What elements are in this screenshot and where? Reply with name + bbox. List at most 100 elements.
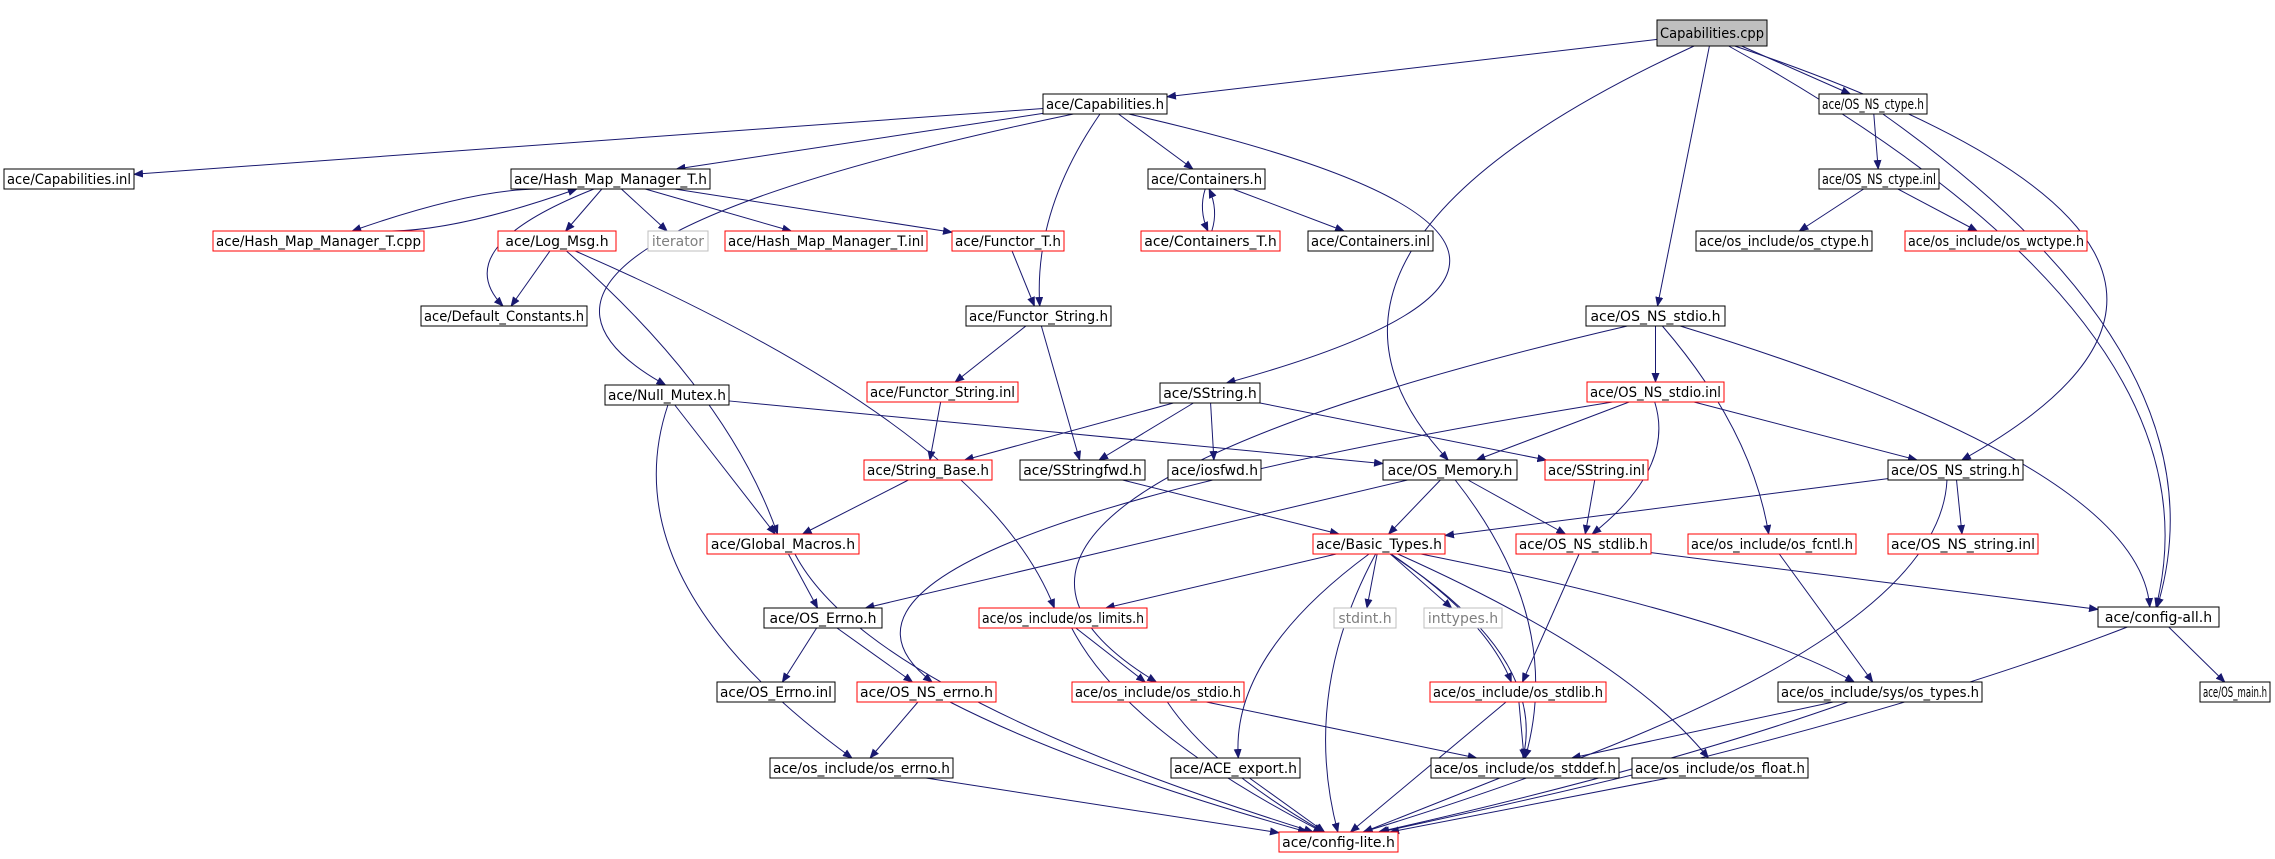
node-functor-h[interactable]: ace/Functor_T.h bbox=[951, 230, 1065, 252]
edge-basictypes_h-to-os_float_h bbox=[1397, 553, 1709, 759]
edge-memory_h-to-errno_h bbox=[864, 479, 1408, 610]
edge-cap_h-to-containers_h bbox=[1118, 113, 1194, 170]
node-label: ace/Capabilities.h bbox=[1046, 97, 1164, 113]
node-logmsg-h[interactable]: ace/Log_Msg.h bbox=[497, 230, 617, 252]
node-label: ace/SString.inl bbox=[1548, 463, 1645, 479]
node-stdint-h[interactable]: stdint.h bbox=[1333, 607, 1397, 629]
node-cap-inl[interactable]: ace/Capabilities.inl bbox=[3, 168, 135, 190]
node-hmm-h[interactable]: ace/Hash_Map_Manager_T.h bbox=[510, 168, 711, 190]
node-os-stdio-h[interactable]: ace/os_include/os_stdio.h bbox=[1071, 681, 1245, 703]
node-globalmacros-h[interactable]: ace/Global_Macros.h bbox=[706, 533, 860, 555]
node-memory-h[interactable]: ace/OS_Memory.h bbox=[1382, 459, 1518, 481]
node-functor-string-h[interactable]: ace/Functor_String.h bbox=[965, 305, 1112, 327]
edge-logmsg_h-to-defconst_h bbox=[510, 250, 551, 307]
node-containers-t-h[interactable]: ace/Containers_T.h bbox=[1140, 230, 1281, 252]
node-nullmutex-h[interactable]: ace/Null_Mutex.h bbox=[604, 384, 730, 406]
node-cap-cpp[interactable]: Capabilities.cpp bbox=[1656, 19, 1768, 47]
edge-containers_h-to-containers_t_h bbox=[1200, 188, 1209, 232]
node-label: ace/os_include/os_fcntl.h bbox=[1691, 537, 1853, 553]
node-ns-errno-h[interactable]: ace/OS_NS_errno.h bbox=[856, 681, 997, 703]
node-box bbox=[1147, 168, 1266, 190]
edge-ctype_h-to-ctype_inl bbox=[1873, 113, 1882, 170]
node-os-ctype-h[interactable]: ace/os_include/os_ctype.h bbox=[1695, 230, 1873, 252]
node-iosfwd-h[interactable]: ace/iosfwd.h bbox=[1167, 459, 1262, 481]
node-box bbox=[724, 230, 928, 252]
node-sstring-h[interactable]: ace/SString.h bbox=[1159, 382, 1261, 404]
node-label: ace/os_include/os_limits.h bbox=[982, 611, 1144, 627]
edge-stdio_inl-to-string_h bbox=[1693, 401, 1919, 462]
node-os-fcntl-h[interactable]: ace/os_include/os_fcntl.h bbox=[1687, 533, 1857, 555]
node-label: ace/OS_NS_ctype.inl bbox=[1822, 172, 1936, 188]
node-label: ace/os_include/os_float.h bbox=[1635, 761, 1805, 777]
node-label: iterator bbox=[652, 234, 704, 250]
node-ctype-h[interactable]: ace/OS_NS_ctype.h bbox=[1818, 93, 1928, 115]
node-errno-h[interactable]: ace/OS_Errno.h bbox=[763, 607, 883, 629]
node-ctype-inl[interactable]: ace/OS_NS_ctype.inl bbox=[1818, 168, 1940, 190]
edge-sstring_h-to-string_base_h bbox=[963, 402, 1174, 462]
node-cap-h[interactable]: ace/Capabilities.h bbox=[1042, 93, 1168, 115]
edge-os_float_h-to-configlite_h bbox=[1389, 777, 1669, 835]
node-label: ace/os_include/sys/os_types.h bbox=[1781, 685, 1979, 701]
node-box bbox=[1430, 757, 1620, 779]
node-label: ace/SStringfwd.h bbox=[1023, 463, 1142, 479]
node-errno-inl[interactable]: ace/OS_Errno.inl bbox=[716, 681, 836, 703]
node-stdio-inl[interactable]: ace/OS_NS_stdio.inl bbox=[1586, 381, 1725, 403]
node-box bbox=[1585, 305, 1726, 327]
node-label: ace/OS_Errno.inl bbox=[720, 685, 832, 701]
node-os-float-h[interactable]: ace/os_include/os_float.h bbox=[1631, 757, 1809, 779]
edge-os_stdio_h-to-os_stddef_h bbox=[1206, 701, 1478, 761]
edge-os_errno_h-to-configlite_h bbox=[925, 777, 1280, 836]
node-box bbox=[212, 230, 425, 252]
node-containers-inl[interactable]: ace/Containers.inl bbox=[1307, 230, 1434, 252]
edge-stdlib_h-to-os_stdlib_h bbox=[1521, 553, 1580, 683]
edge-cap_h-to-sstring_h bbox=[1128, 113, 1451, 385]
node-os-errno-h[interactable]: ace/os_include/os_errno.h bbox=[769, 757, 954, 779]
edge-os_limits_h-to-os_stdio_h bbox=[1075, 627, 1146, 683]
node-label: Capabilities.cpp bbox=[1660, 26, 1764, 42]
node-os-stddef-h[interactable]: ace/os_include/os_stddef.h bbox=[1430, 757, 1620, 779]
edge-functor_h-to-functor_string_h bbox=[1011, 250, 1035, 307]
node-box bbox=[2097, 606, 2220, 628]
node-string-inl[interactable]: ace/OS_NS_string.inl bbox=[1887, 533, 2039, 555]
node-string-base-h[interactable]: ace/String_Base.h bbox=[863, 459, 993, 481]
node-iterator[interactable]: iterator bbox=[647, 230, 709, 252]
edge-hmm_h-to-logmsg_h bbox=[564, 188, 603, 232]
node-inttypes-h[interactable]: inttypes.h bbox=[1423, 607, 1503, 629]
node-label: ace/Hash_Map_Manager_T.h bbox=[514, 172, 707, 188]
node-hmm-inl[interactable]: ace/Hash_Map_Manager_T.inl bbox=[724, 230, 928, 252]
node-configlite-h[interactable]: ace/config-lite.h bbox=[1278, 831, 1399, 853]
node-osmain-h[interactable]: ace/OS_main.h bbox=[2199, 681, 2271, 703]
node-string-h[interactable]: ace/OS_NS_string.h bbox=[1887, 459, 2024, 481]
node-label: ace/OS_NS_errno.h bbox=[860, 685, 993, 701]
node-box bbox=[769, 757, 954, 779]
edge-sys_types_h-to-os_stddef_h bbox=[1570, 701, 1834, 761]
node-box bbox=[1687, 533, 1857, 555]
node-box bbox=[1904, 230, 2088, 252]
node-configall-h[interactable]: ace/config-all.h bbox=[2097, 606, 2220, 628]
edge-sstring_h-to-sstring_inl bbox=[1259, 402, 1548, 463]
node-sstringfwd-h[interactable]: ace/SStringfwd.h bbox=[1019, 459, 1146, 481]
node-functor-string-inl[interactable]: ace/Functor_String.inl bbox=[866, 381, 1019, 403]
node-basictypes-h[interactable]: ace/Basic_Types.h bbox=[1312, 533, 1446, 555]
node-stdio-h[interactable]: ace/OS_NS_stdio.h bbox=[1585, 305, 1726, 327]
node-box bbox=[1140, 230, 1281, 252]
node-containers-h[interactable]: ace/Containers.h bbox=[1147, 168, 1266, 190]
node-defconst-h[interactable]: ace/Default_Constants.h bbox=[420, 305, 588, 327]
node-ace-export-h[interactable]: ace/ACE_export.h bbox=[1170, 757, 1301, 779]
node-label: ace/Null_Mutex.h bbox=[608, 388, 726, 404]
node-os-wctype-h[interactable]: ace/os_include/os_wctype.h bbox=[1904, 230, 2088, 252]
node-box bbox=[1167, 459, 1262, 481]
node-os-stdlib-h[interactable]: ace/os_include/os_stdlib.h bbox=[1429, 681, 1607, 703]
node-label: ace/OS_NS_string.inl bbox=[1891, 537, 2035, 553]
node-box bbox=[604, 384, 730, 406]
edge-configall_h-to-configlite_h bbox=[1379, 626, 2128, 835]
node-os-limits-h[interactable]: ace/os_include/os_limits.h bbox=[978, 607, 1148, 629]
node-stdlib-h[interactable]: ace/OS_NS_stdlib.h bbox=[1515, 533, 1652, 555]
node-sys-types-h[interactable]: ace/os_include/sys/os_types.h bbox=[1777, 681, 1983, 703]
node-sstring-inl[interactable]: ace/SString.inl bbox=[1544, 459, 1649, 481]
node-label: ace/OS_NS_stdlib.h bbox=[1519, 537, 1648, 553]
edge-stdio_inl-to-stdlib_h bbox=[1591, 401, 1660, 535]
edge-hmm_cpp-to-hmm_h bbox=[391, 188, 578, 232]
node-hmm-cpp[interactable]: ace/Hash_Map_Manager_T.cpp bbox=[212, 230, 425, 252]
edge-errno_h-to-ns_errno_h bbox=[836, 627, 914, 683]
